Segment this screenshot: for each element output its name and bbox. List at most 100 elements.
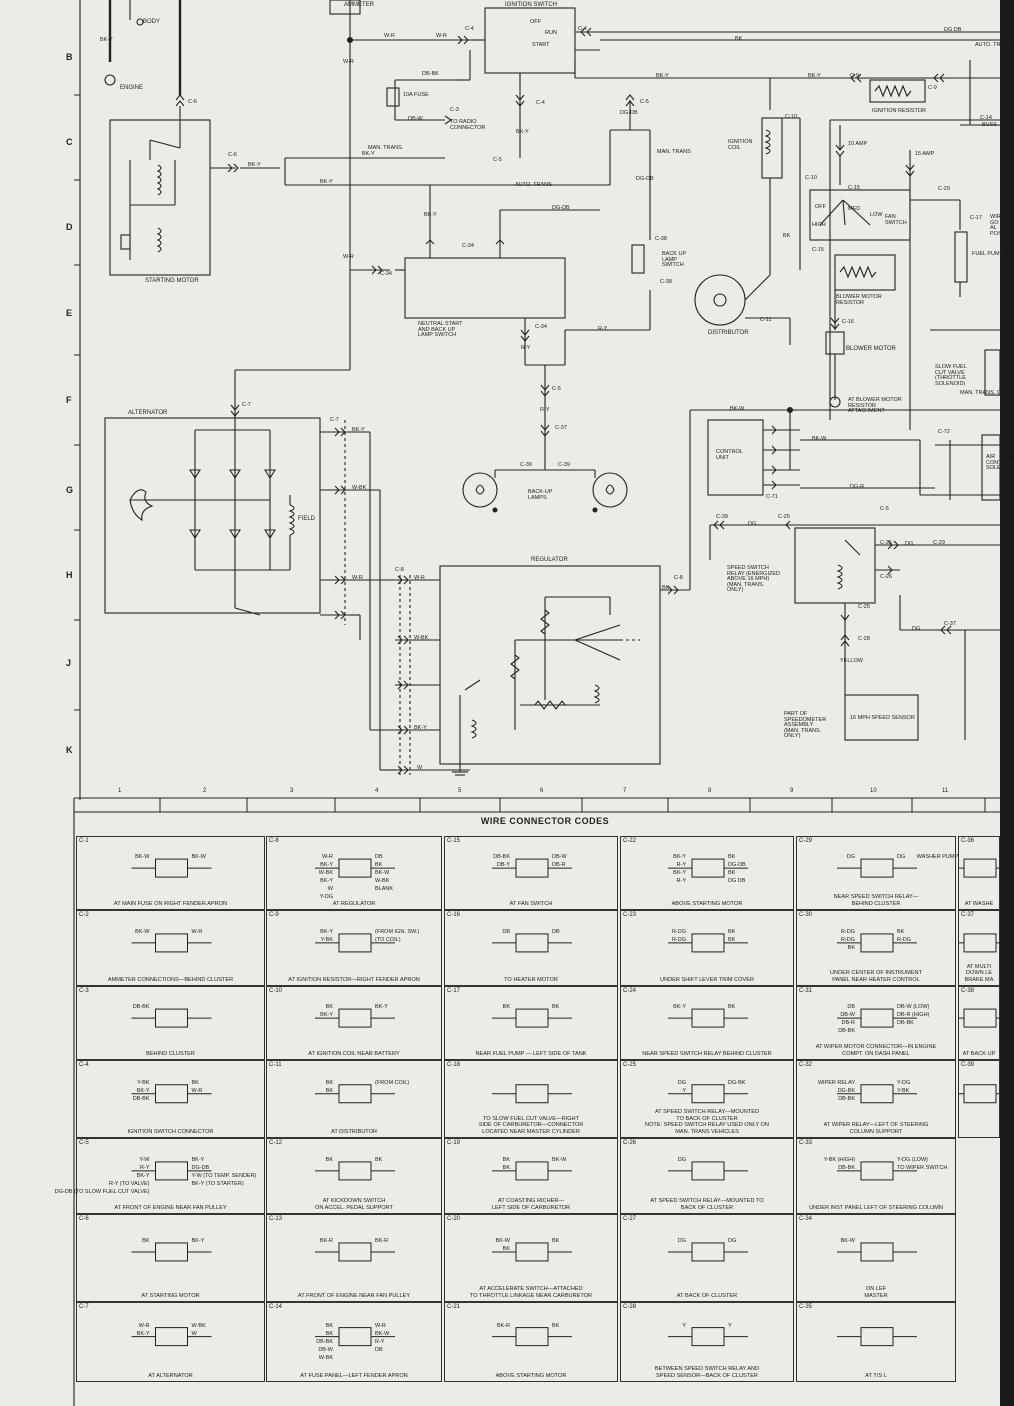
connector-tag: C-34 bbox=[462, 243, 474, 249]
connector-tag: C-6 bbox=[228, 152, 237, 158]
connector-wire-label: DG bbox=[677, 1079, 686, 1086]
connector-wire-label: BK bbox=[375, 1156, 383, 1163]
connector-code-description: AT SPEED SWITCH RELAY—MOUNTED TO BACK OF… bbox=[645, 1109, 769, 1135]
connector-wire-label: BK bbox=[728, 928, 736, 935]
connector-tag: C-4 bbox=[465, 26, 474, 32]
connector-glyph bbox=[837, 933, 917, 953]
connector-wire-label: R-Y bbox=[140, 1164, 150, 1171]
connector-wire-label: BK bbox=[502, 1164, 510, 1171]
wire-label: DG bbox=[905, 541, 914, 547]
connector-wire-label: DB-BK bbox=[838, 1095, 855, 1102]
connector-code-id: C-12 bbox=[269, 1140, 283, 1146]
connector-tag: C-72 bbox=[938, 429, 950, 435]
connector-code-id: C-36 bbox=[961, 838, 975, 844]
connector-wire-label: DG bbox=[677, 1156, 686, 1163]
switch-start: START bbox=[532, 42, 550, 48]
connector-code-id: C-35 bbox=[799, 1304, 813, 1310]
connector-tag: C-9 bbox=[928, 85, 937, 91]
connector-wire-label: BK bbox=[325, 1330, 333, 1337]
connector-wire-label: Y bbox=[682, 1322, 686, 1329]
col-number: 4 bbox=[375, 788, 379, 794]
speedo-label: PART OF SPEEDOMETER ASSEMBLY (MAN. TRANS… bbox=[784, 711, 827, 739]
connector-code-id: C-21 bbox=[447, 1304, 461, 1310]
connector-code-description: AMMETER CONNECTIONS—BEHIND CLUSTER bbox=[107, 976, 234, 983]
wire-label: BK-Y bbox=[808, 73, 821, 79]
connector-code-description: AT STARTING MOTOR bbox=[141, 1292, 200, 1299]
connector-wire-label: W-R bbox=[191, 1087, 203, 1094]
wire-label: W-R bbox=[436, 33, 447, 39]
connector-tag: C-4 bbox=[578, 26, 587, 32]
connector-tag: C-5 bbox=[880, 506, 889, 512]
connector-tag: C-39 bbox=[558, 462, 570, 468]
connector-wire-label: BK bbox=[325, 1156, 333, 1163]
connector-tag: C-5 bbox=[493, 157, 502, 163]
connector-glyph bbox=[131, 1161, 212, 1181]
fan-low: LOW bbox=[870, 212, 883, 218]
connector-wire-label: DG-DB (TO SLOW FUEL CUT VALVE) bbox=[54, 1188, 150, 1195]
connector-code-description: AT SPEED SWITCH RELAY—MOUNTED TO BACK OF… bbox=[650, 1198, 764, 1211]
connector-tag: C-39 bbox=[520, 462, 532, 468]
connector-wire-label: DB-BK bbox=[838, 1028, 855, 1035]
connector-wire-label: DG DB bbox=[728, 878, 746, 885]
connector-wire-label: DG-DB bbox=[191, 1164, 210, 1171]
connector-wire-label: BK-R bbox=[496, 1322, 510, 1329]
neutral-start-label: NEUTRAL START AND BACK UP LAMP SWITCH bbox=[418, 321, 463, 338]
connector-code-description: UNDER CENTER OF INSTRUMENT PANEL NEAR HE… bbox=[830, 970, 922, 983]
backup-lamps-label: BACK-UP LAMPS bbox=[528, 489, 553, 501]
connector-tag: C-11 bbox=[760, 317, 772, 323]
connector-code-description: AT FRONT OF ENGINE NEAR FAN PULLEY bbox=[297, 1292, 411, 1299]
connector-code-id: C-16 bbox=[447, 912, 461, 918]
connector-code-description: UNDER SHIFT LEVER TRIM COVER bbox=[660, 976, 754, 983]
connector-tag: C-37 bbox=[555, 425, 567, 431]
connector-tag: C-34 bbox=[380, 271, 392, 277]
connector-wire-label: DB-BK bbox=[132, 1004, 150, 1011]
connector-wire-label: R-Y bbox=[375, 1338, 385, 1345]
connector-wire-label: BK-Y bbox=[320, 862, 333, 869]
right-edge-label: WIR GO AL POS bbox=[990, 214, 1002, 237]
wire-label: W-BK bbox=[352, 485, 367, 491]
connector-tag: C-7 bbox=[330, 417, 339, 423]
connector-glyph bbox=[837, 1161, 917, 1181]
connector-wire-label: W-BK bbox=[318, 870, 333, 877]
connector-wire-label: W bbox=[191, 1330, 197, 1337]
connector-wire-label: W bbox=[327, 886, 333, 893]
fan-med: MED bbox=[848, 206, 861, 212]
connector-code-id: C-19 bbox=[447, 1140, 461, 1146]
col-number: 6 bbox=[540, 788, 544, 794]
connector-glyph bbox=[131, 1084, 212, 1104]
wire-label: DB-W bbox=[408, 116, 423, 122]
connector-code-id: C-25 bbox=[623, 1062, 637, 1068]
connector-wire-label: Y-W bbox=[139, 1156, 150, 1163]
ammeter-label: AMMETER bbox=[344, 2, 374, 8]
connector-code-description: AT DISTRIBUTOR bbox=[331, 1128, 377, 1135]
connector-wire-label: BK-W bbox=[495, 1237, 510, 1244]
connector-code-id: C-15 bbox=[447, 838, 461, 844]
connector-code-description: TO HEATER MOTOR bbox=[504, 976, 558, 983]
connector-code-description: AT IGNITION RESISTOR—RIGHT FENDER APRON bbox=[288, 976, 420, 983]
connector-wire-label: BK bbox=[552, 1322, 560, 1329]
connector-wire-label: W-R bbox=[322, 854, 333, 861]
connector-wire-label: R-DG bbox=[840, 936, 855, 943]
backup-switch-label: BACK UP LAMP SWITCH bbox=[662, 251, 687, 268]
col-number: 2 bbox=[203, 788, 207, 794]
to-radio-label: TO RADIO CONNECTOR bbox=[450, 119, 486, 131]
fan-off: OFF bbox=[815, 204, 826, 210]
wire-label: DG-R bbox=[850, 484, 865, 490]
connector-wire-label: DB-BK bbox=[897, 1020, 914, 1027]
connector-code-description: AT WIPER RELAY—LEFT OF STEERING COLUMN S… bbox=[823, 1122, 929, 1135]
